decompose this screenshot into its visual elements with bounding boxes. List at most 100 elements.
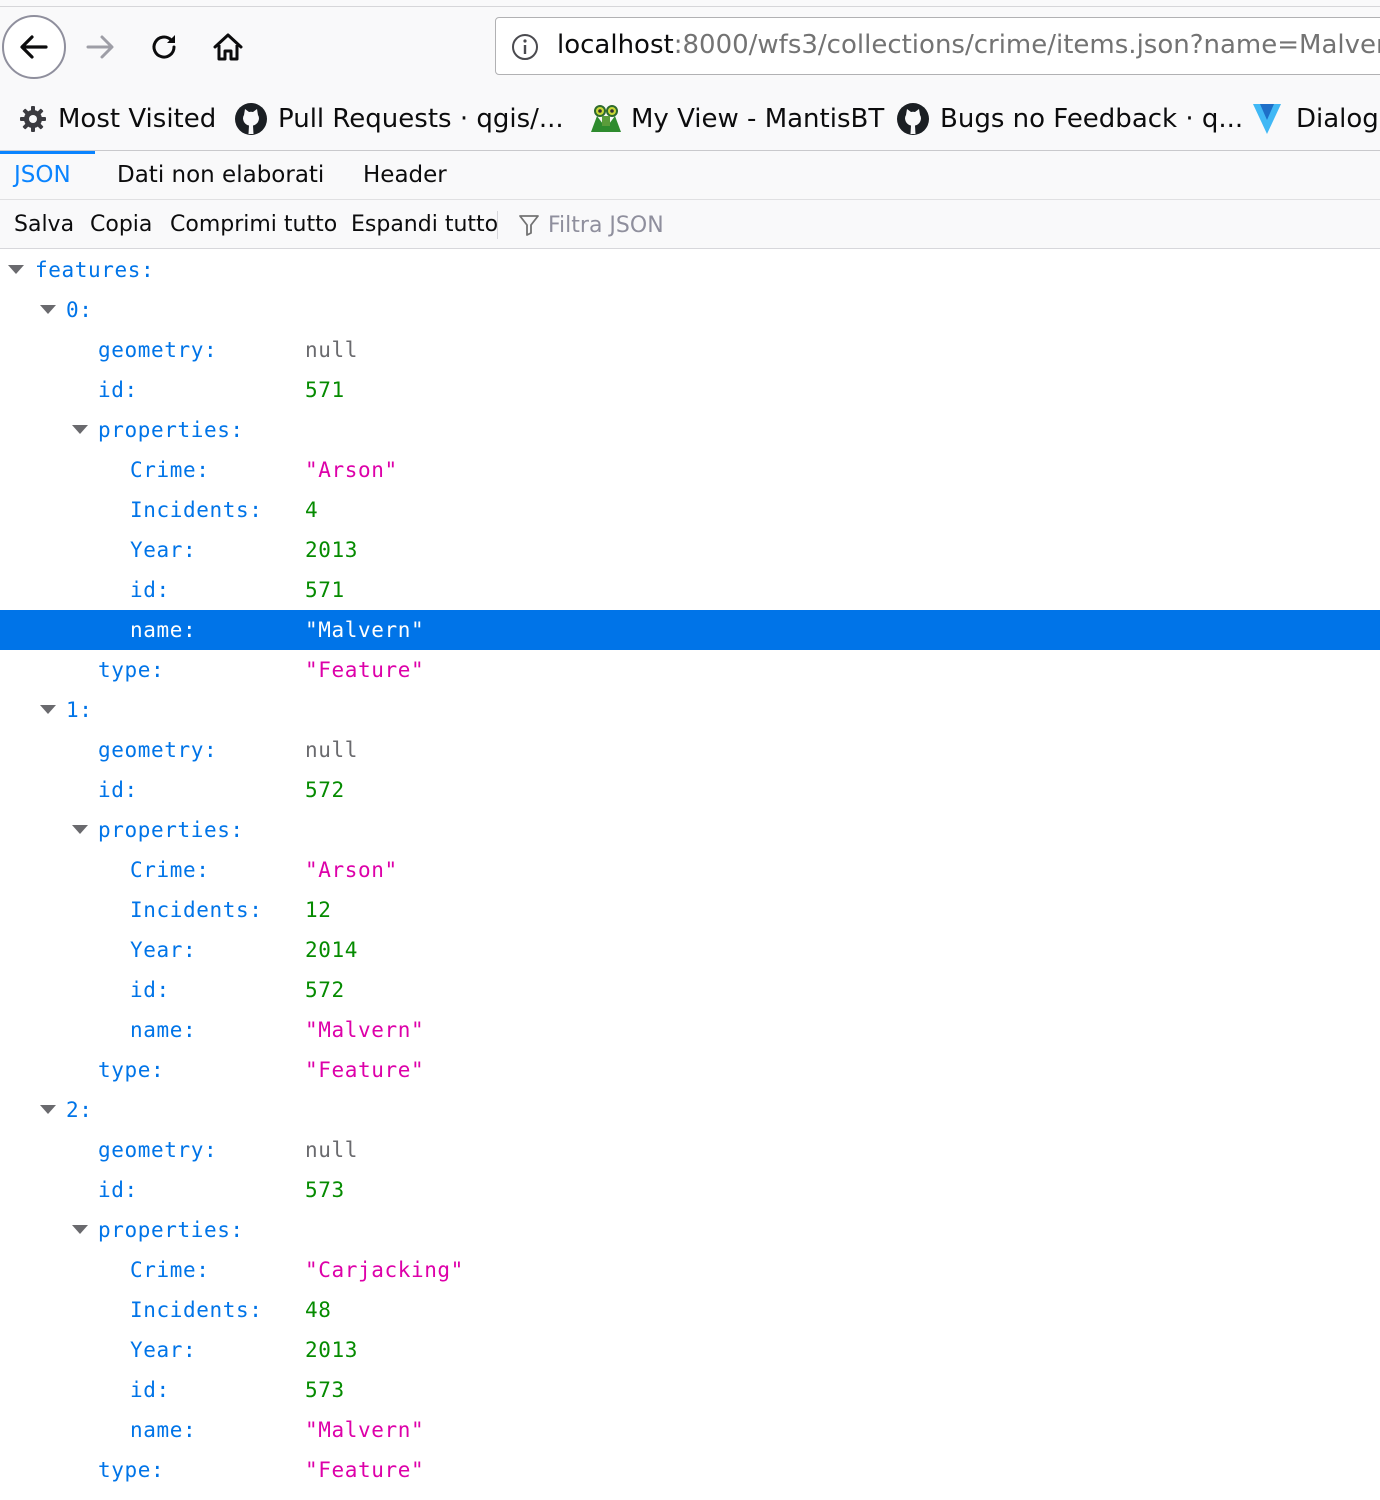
tree-row[interactable]: id: 571 — [0, 370, 1380, 410]
tree-row-properties[interactable]: properties: — [0, 1210, 1380, 1250]
tree-row-feature-1[interactable]: 1: — [0, 690, 1380, 730]
json-value: null — [305, 1138, 358, 1162]
url-bar[interactable]: localhost:8000/wfs3/collections/crime/it… — [495, 17, 1380, 75]
tree-row-feature-2[interactable]: 2: — [0, 1090, 1380, 1130]
url-host: localhost — [557, 30, 674, 60]
tree-row[interactable]: Crime: "Carjacking" — [0, 1250, 1380, 1290]
tree-row[interactable]: type: "Feature" — [0, 1450, 1380, 1490]
bookmark-label: Pull Requests · qgis/... — [278, 104, 564, 134]
url-path: :8000/wfs3/collections/crime/items.json?… — [673, 30, 1380, 60]
bookmark-dialog[interactable]: Dialog — [1252, 96, 1379, 142]
json-value: 571 — [305, 578, 345, 602]
tree-row[interactable]: id: 573 — [0, 1370, 1380, 1410]
viewer-tabs: JSON Dati non elaborati Header — [0, 151, 1380, 200]
expand-triangle-icon[interactable] — [72, 1225, 88, 1234]
json-tree: features: 0: geometry: null id: 571 prop… — [0, 250, 1380, 1490]
json-value: 2013 — [305, 538, 358, 562]
json-key: geometry: — [98, 1138, 218, 1162]
vue-icon — [1252, 102, 1282, 136]
tree-row[interactable]: geometry: null — [0, 1130, 1380, 1170]
tree-row[interactable]: id: 571 — [0, 570, 1380, 610]
tree-row[interactable]: geometry: null — [0, 730, 1380, 770]
json-value: 572 — [305, 778, 345, 802]
tab-raw-data[interactable]: Dati non elaborati — [117, 162, 325, 188]
tree-row[interactable]: Incidents: 48 — [0, 1290, 1380, 1330]
json-key: 0: — [66, 298, 93, 322]
json-value: null — [305, 338, 358, 362]
json-key: Incidents: — [130, 1298, 263, 1322]
tree-row[interactable]: id: 572 — [0, 770, 1380, 810]
json-toolbar: Salva Copia Comprimi tutto Espandi tutto — [0, 200, 1380, 249]
json-value: 573 — [305, 1378, 345, 1402]
expand-triangle-icon[interactable] — [40, 1105, 56, 1114]
tree-row[interactable]: id: 573 — [0, 1170, 1380, 1210]
json-value: "Feature" — [305, 1458, 425, 1482]
bookmark-pull-requests[interactable]: Pull Requests · qgis/... — [234, 96, 564, 142]
json-key: id: — [130, 578, 170, 602]
reload-button[interactable] — [136, 19, 192, 75]
tree-row[interactable]: name: "Malvern" — [0, 1010, 1380, 1050]
json-value: 2013 — [305, 1338, 358, 1362]
json-key: Crime: — [130, 458, 210, 482]
json-key: Incidents: — [130, 498, 263, 522]
tree-row[interactable]: Incidents: 4 — [0, 490, 1380, 530]
expand-triangle-icon[interactable] — [40, 705, 56, 714]
expand-triangle-icon[interactable] — [40, 305, 56, 314]
tree-row[interactable]: Year: 2013 — [0, 530, 1380, 570]
json-key: Year: — [130, 538, 197, 562]
home-icon — [213, 33, 243, 61]
url-text[interactable]: localhost:8000/wfs3/collections/crime/it… — [557, 30, 1380, 60]
tree-row-properties[interactable]: properties: — [0, 410, 1380, 450]
json-value: "Malvern" — [305, 1418, 425, 1442]
json-key: id: — [98, 778, 138, 802]
json-key: Year: — [130, 1338, 197, 1362]
tree-row[interactable]: geometry: null — [0, 330, 1380, 370]
tree-row-properties[interactable]: properties: — [0, 810, 1380, 850]
expand-triangle-icon[interactable] — [72, 825, 88, 834]
expand-triangle-icon[interactable] — [72, 425, 88, 434]
expand-triangle-icon[interactable] — [8, 265, 24, 274]
expand-all-button[interactable]: Espandi tutto — [351, 211, 499, 237]
json-key: features: — [35, 258, 155, 282]
json-value: "Arson" — [305, 458, 398, 482]
tree-row[interactable]: Incidents: 12 — [0, 890, 1380, 930]
json-value: "Arson" — [305, 858, 398, 882]
json-key: id: — [130, 1378, 170, 1402]
tree-row-selected[interactable]: name: "Malvern" — [0, 610, 1380, 650]
filter-json-input[interactable] — [546, 208, 1150, 242]
home-button[interactable] — [200, 19, 256, 75]
json-key: type: — [98, 1458, 165, 1482]
tree-row[interactable]: name: "Malvern" — [0, 1410, 1380, 1450]
json-value: 2014 — [305, 938, 358, 962]
json-key: Crime: — [130, 858, 210, 882]
tree-row-features[interactable]: features: — [0, 250, 1380, 290]
back-button[interactable] — [2, 15, 66, 79]
tree-row[interactable]: id: 572 — [0, 970, 1380, 1010]
tree-row-feature-0[interactable]: 0: — [0, 290, 1380, 330]
tab-headers[interactable]: Header — [363, 162, 447, 188]
json-value: 4 — [305, 498, 319, 522]
info-icon[interactable] — [510, 32, 540, 62]
json-key: geometry: — [98, 738, 218, 762]
tree-row[interactable]: Crime: "Arson" — [0, 450, 1380, 490]
tree-row[interactable]: Year: 2014 — [0, 930, 1380, 970]
tree-row[interactable]: type: "Feature" — [0, 650, 1380, 690]
bookmark-most-visited[interactable]: Most Visited — [18, 96, 216, 142]
collapse-all-button[interactable]: Comprimi tutto — [170, 211, 338, 237]
bookmark-mantisbt[interactable]: My View - MantisBT — [589, 96, 884, 142]
tree-row[interactable]: Crime: "Arson" — [0, 850, 1380, 890]
json-value: "Feature" — [305, 658, 425, 682]
tree-row[interactable]: type: "Feature" — [0, 1050, 1380, 1090]
json-value: "Feature" — [305, 1058, 425, 1082]
forward-button[interactable] — [72, 19, 128, 75]
json-key: Year: — [130, 938, 197, 962]
gear-icon — [18, 104, 48, 134]
json-key: geometry: — [98, 338, 218, 362]
bookmark-bugs-no-feedback[interactable]: Bugs no Feedback · q... — [896, 96, 1243, 142]
json-key: type: — [98, 1058, 165, 1082]
tab-json[interactable]: JSON — [14, 162, 71, 188]
copy-button[interactable]: Copia — [90, 211, 153, 237]
active-tab-indicator — [0, 151, 95, 154]
save-button[interactable]: Salva — [14, 211, 75, 237]
tree-row[interactable]: Year: 2013 — [0, 1330, 1380, 1370]
